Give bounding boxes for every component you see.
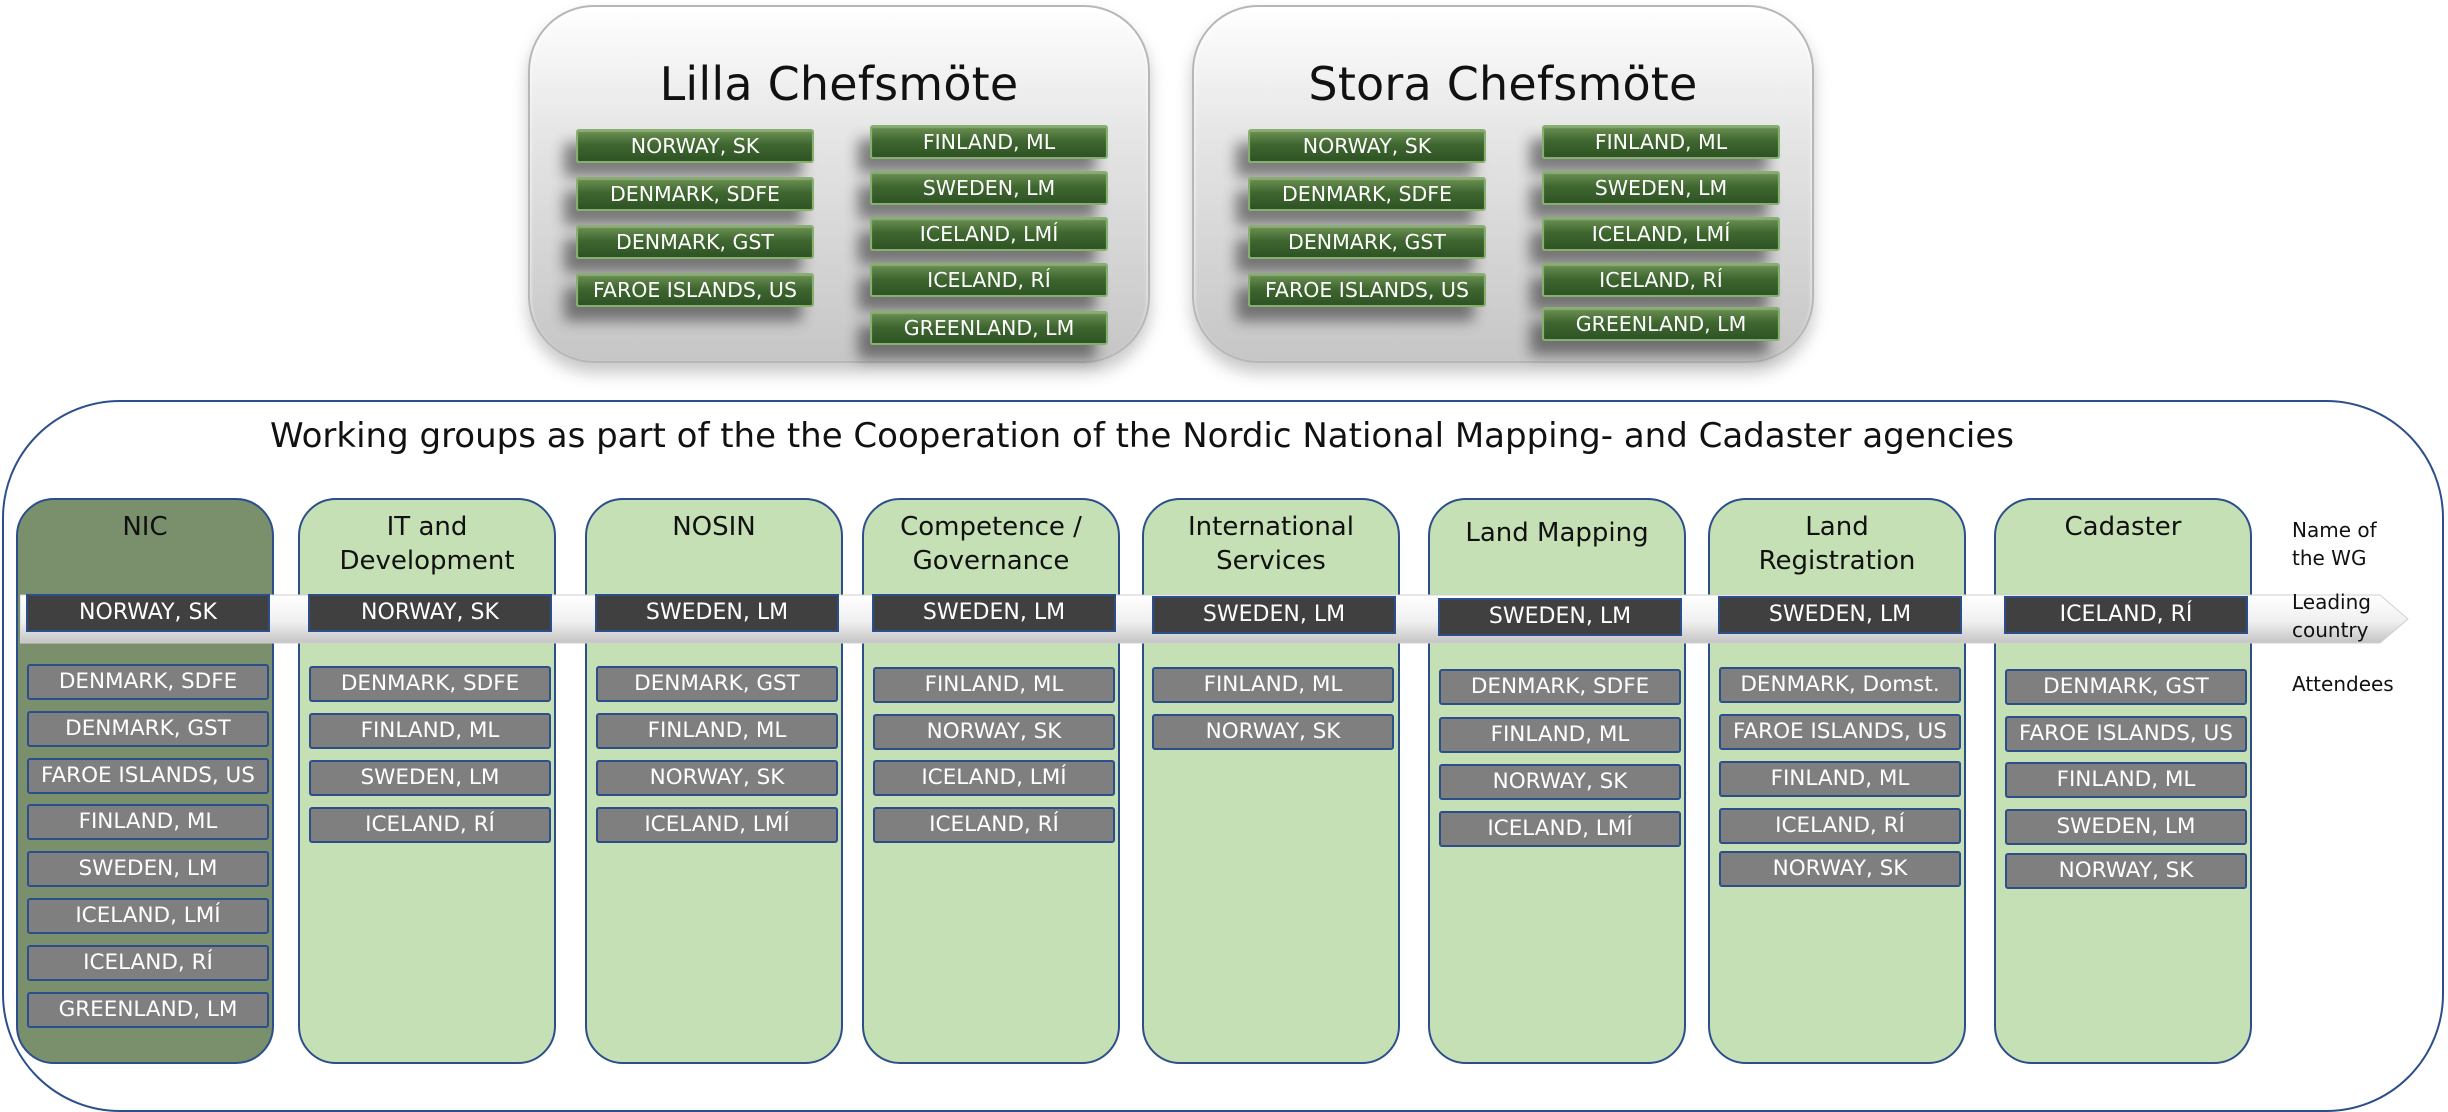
lilla-member-chip: FINLAND, ML — [870, 125, 1108, 159]
lilla-member-chip: DENMARK, GST — [576, 225, 814, 259]
wg-attendee: ICELAND, LMÍ — [1439, 811, 1681, 847]
wg-attendee: FINLAND, ML — [1439, 717, 1681, 753]
lilla-member-chip: GREENLAND, LM — [870, 311, 1108, 345]
wg-attendee: FAROE ISLANDS, US — [2005, 716, 2247, 752]
wg-attendee: NORWAY, SK — [1719, 851, 1961, 887]
stora-member-chip: SWEDEN, LM — [1542, 171, 1780, 205]
wg-attendee: DENMARK, SDFE — [27, 664, 269, 700]
wg-attendee: ICELAND, RÍ — [309, 807, 551, 843]
wg-attendee: ICELAND, LMÍ — [873, 760, 1115, 796]
stora-member-chip: ICELAND, RÍ — [1542, 263, 1780, 297]
wg-leading-country: NORWAY, SK — [308, 594, 552, 632]
lilla-chefsmote-title: Lilla Chefsmöte — [659, 57, 1019, 111]
lilla-member-chip: SWEDEN, LM — [870, 171, 1108, 205]
wg-attendee: FAROE ISLANDS, US — [27, 758, 269, 794]
wg-attendee: FINLAND, ML — [1152, 667, 1394, 703]
wg-leading-country: ICELAND, RÍ — [2004, 596, 2248, 634]
wg-attendee: DENMARK, GST — [596, 666, 838, 702]
working-groups-title: Working groups as part of the the Cooper… — [270, 416, 2014, 456]
wg-title: NOSIN — [672, 512, 756, 542]
stora-member-chip: NORWAY, SK — [1248, 129, 1486, 163]
wg-leading-country: SWEDEN, LM — [872, 594, 1116, 632]
wg-attendee: DENMARK, GST — [2005, 669, 2247, 705]
wg-attendee: ICELAND, LMÍ — [27, 898, 269, 934]
stora-chefsmote-title: Stora Chefsmöte — [1308, 57, 1698, 111]
wg-attendee: ICELAND, RÍ — [1719, 808, 1961, 844]
wg-leading-country: SWEDEN, LM — [1718, 596, 1962, 634]
wg-attendee: ICELAND, RÍ — [27, 945, 269, 981]
lilla-member-chip: DENMARK, SDFE — [576, 177, 814, 211]
stora-chefsmote-panel: Stora Chefsmöte NORWAY, SK DENMARK, SDFE… — [1192, 5, 1814, 363]
wg-attendee: NORWAY, SK — [596, 760, 838, 796]
wg-attendee: DENMARK, SDFE — [309, 666, 551, 702]
wg-attendee: NORWAY, SK — [2005, 853, 2247, 889]
wg-attendee: ICELAND, LMÍ — [596, 807, 838, 843]
wg-leading-country: SWEDEN, LM — [1438, 598, 1682, 636]
wg-leading-country: SWEDEN, LM — [1152, 596, 1396, 634]
lilla-member-chip: ICELAND, RÍ — [870, 263, 1108, 297]
stora-member-chip: FAROE ISLANDS, US — [1248, 273, 1486, 307]
wg-attendee: FINLAND, ML — [2005, 762, 2247, 798]
wg-attendee: NORWAY, SK — [873, 714, 1115, 750]
wg-title: NIC — [122, 512, 168, 542]
stora-member-chip: FINLAND, ML — [1542, 125, 1780, 159]
lilla-member-chip: FAROE ISLANDS, US — [576, 273, 814, 307]
wg-leading-country: NORWAY, SK — [26, 594, 270, 632]
lilla-member-chip: ICELAND, LMÍ — [870, 217, 1108, 251]
legend-attendees: Attendees — [2292, 672, 2394, 696]
wg-title: Cadaster — [2064, 512, 2182, 542]
wg-attendee: FINLAND, ML — [27, 804, 269, 840]
wg-attendee: SWEDEN, LM — [309, 760, 551, 796]
wg-attendee: FINLAND, ML — [309, 713, 551, 749]
lilla-chefsmote-panel: Lilla Chefsmöte NORWAY, SK DENMARK, SDFE… — [528, 5, 1150, 363]
wg-attendee: SWEDEN, LM — [2005, 809, 2247, 845]
wg-title: Land Mapping — [1465, 518, 1649, 548]
wg-attendee: FINLAND, ML — [873, 667, 1115, 703]
wg-attendee: DENMARK, SDFE — [1439, 669, 1681, 705]
wg-attendee: DENMARK, Domst. — [1719, 667, 1961, 703]
wg-attendee: DENMARK, GST — [27, 711, 269, 747]
wg-attendee: NORWAY, SK — [1439, 764, 1681, 800]
wg-attendee: NORWAY, SK — [1152, 714, 1394, 750]
stora-member-chip: GREENLAND, LM — [1542, 307, 1780, 341]
lilla-member-chip: NORWAY, SK — [576, 129, 814, 163]
wg-attendee: ICELAND, RÍ — [873, 807, 1115, 843]
wg-attendee: SWEDEN, LM — [27, 851, 269, 887]
wg-attendee: FINLAND, ML — [596, 713, 838, 749]
wg-leading-country: SWEDEN, LM — [595, 594, 839, 632]
wg-attendee: GREENLAND, LM — [27, 992, 269, 1028]
stora-member-chip: DENMARK, GST — [1248, 225, 1486, 259]
wg-attendee: FAROE ISLANDS, US — [1719, 714, 1961, 750]
wg-attendee: FINLAND, ML — [1719, 761, 1961, 797]
stora-member-chip: DENMARK, SDFE — [1248, 177, 1486, 211]
stora-member-chip: ICELAND, LMÍ — [1542, 217, 1780, 251]
wg-title: Competence /Governance — [900, 512, 1082, 576]
